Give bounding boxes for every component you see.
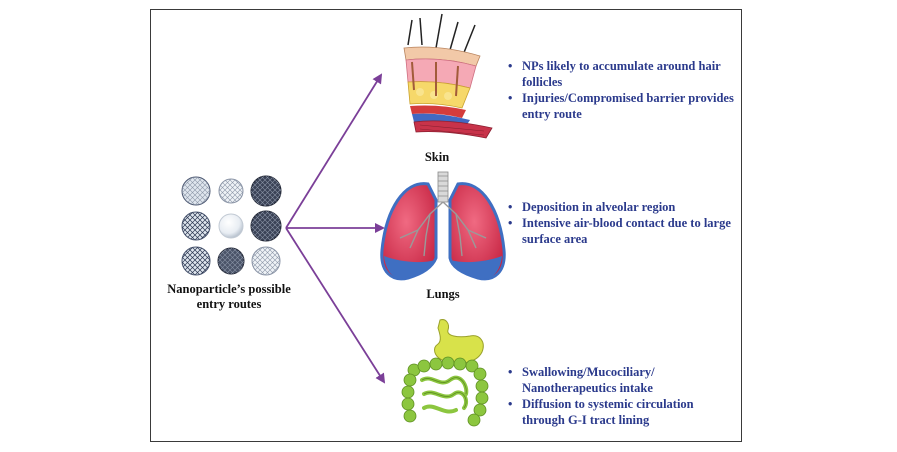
- source-label-line1: Nanoparticle’s possible: [167, 282, 291, 296]
- list-item: Injuries/Compromised barrier provides en…: [508, 90, 738, 122]
- lungs-icon: [380, 171, 506, 281]
- arrow-to-skin: [285, 73, 383, 229]
- list-item: Deposition in alveolar region: [508, 199, 738, 215]
- skin-cross-section-icon: [403, 13, 493, 139]
- route-arrows: [285, 73, 386, 384]
- source-label-line2: entry routes: [196, 297, 262, 311]
- organ-label-lungs: Lungs: [426, 287, 459, 301]
- digestive-tract-icon: [401, 319, 489, 427]
- skin-points-list: NPs likely to accumulate around hair fol…: [508, 58, 738, 122]
- list-item: NPs likely to accumulate around hair fol…: [508, 58, 738, 90]
- list-item: Intensive air-blood contact due to large…: [508, 215, 738, 247]
- arrow-to-gi-tract: [285, 227, 386, 384]
- organ-label-skin: Skin: [425, 150, 449, 164]
- gi-tract-points-list: Swallowing/Mucociliary/ Nanotherapeutics…: [508, 364, 738, 428]
- list-item: Swallowing/Mucociliary/ Nanotherapeutics…: [508, 364, 738, 396]
- nanoparticle-cluster-icon: [181, 175, 282, 276]
- source-label: Nanoparticle’s possible entry routes: [154, 282, 304, 312]
- lungs-points-list: Deposition in alveolar region Intensive …: [508, 199, 738, 247]
- list-item: Diffusion to systemic circulation throug…: [508, 396, 738, 428]
